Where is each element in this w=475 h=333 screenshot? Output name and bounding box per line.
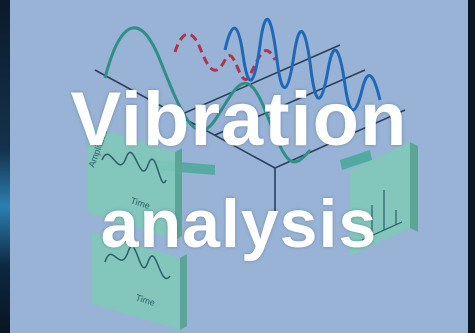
right-edge-strip bbox=[468, 0, 475, 333]
headline-line-2: analysis bbox=[100, 186, 378, 262]
time-domain-panel: Time bbox=[92, 232, 187, 330]
blue-high-frequency-wave bbox=[223, 18, 382, 112]
vibration-analysis-tile[interactable]: Amplitude Time Time Vibration analysis bbox=[10, 0, 468, 333]
headline-line-1: Vibration bbox=[70, 77, 408, 162]
red-dashed-wave bbox=[173, 32, 277, 81]
projection-arrow-right bbox=[340, 150, 372, 170]
axis-frame bbox=[94, 44, 406, 215]
spectrum-panel bbox=[350, 142, 418, 256]
amplitude-time-panel: Amplitude Time bbox=[86, 125, 182, 240]
left-edge-strip bbox=[0, 0, 10, 333]
vibration-illustration: Amplitude Time Time bbox=[86, 18, 418, 330]
teal-sine-wave bbox=[103, 26, 312, 164]
